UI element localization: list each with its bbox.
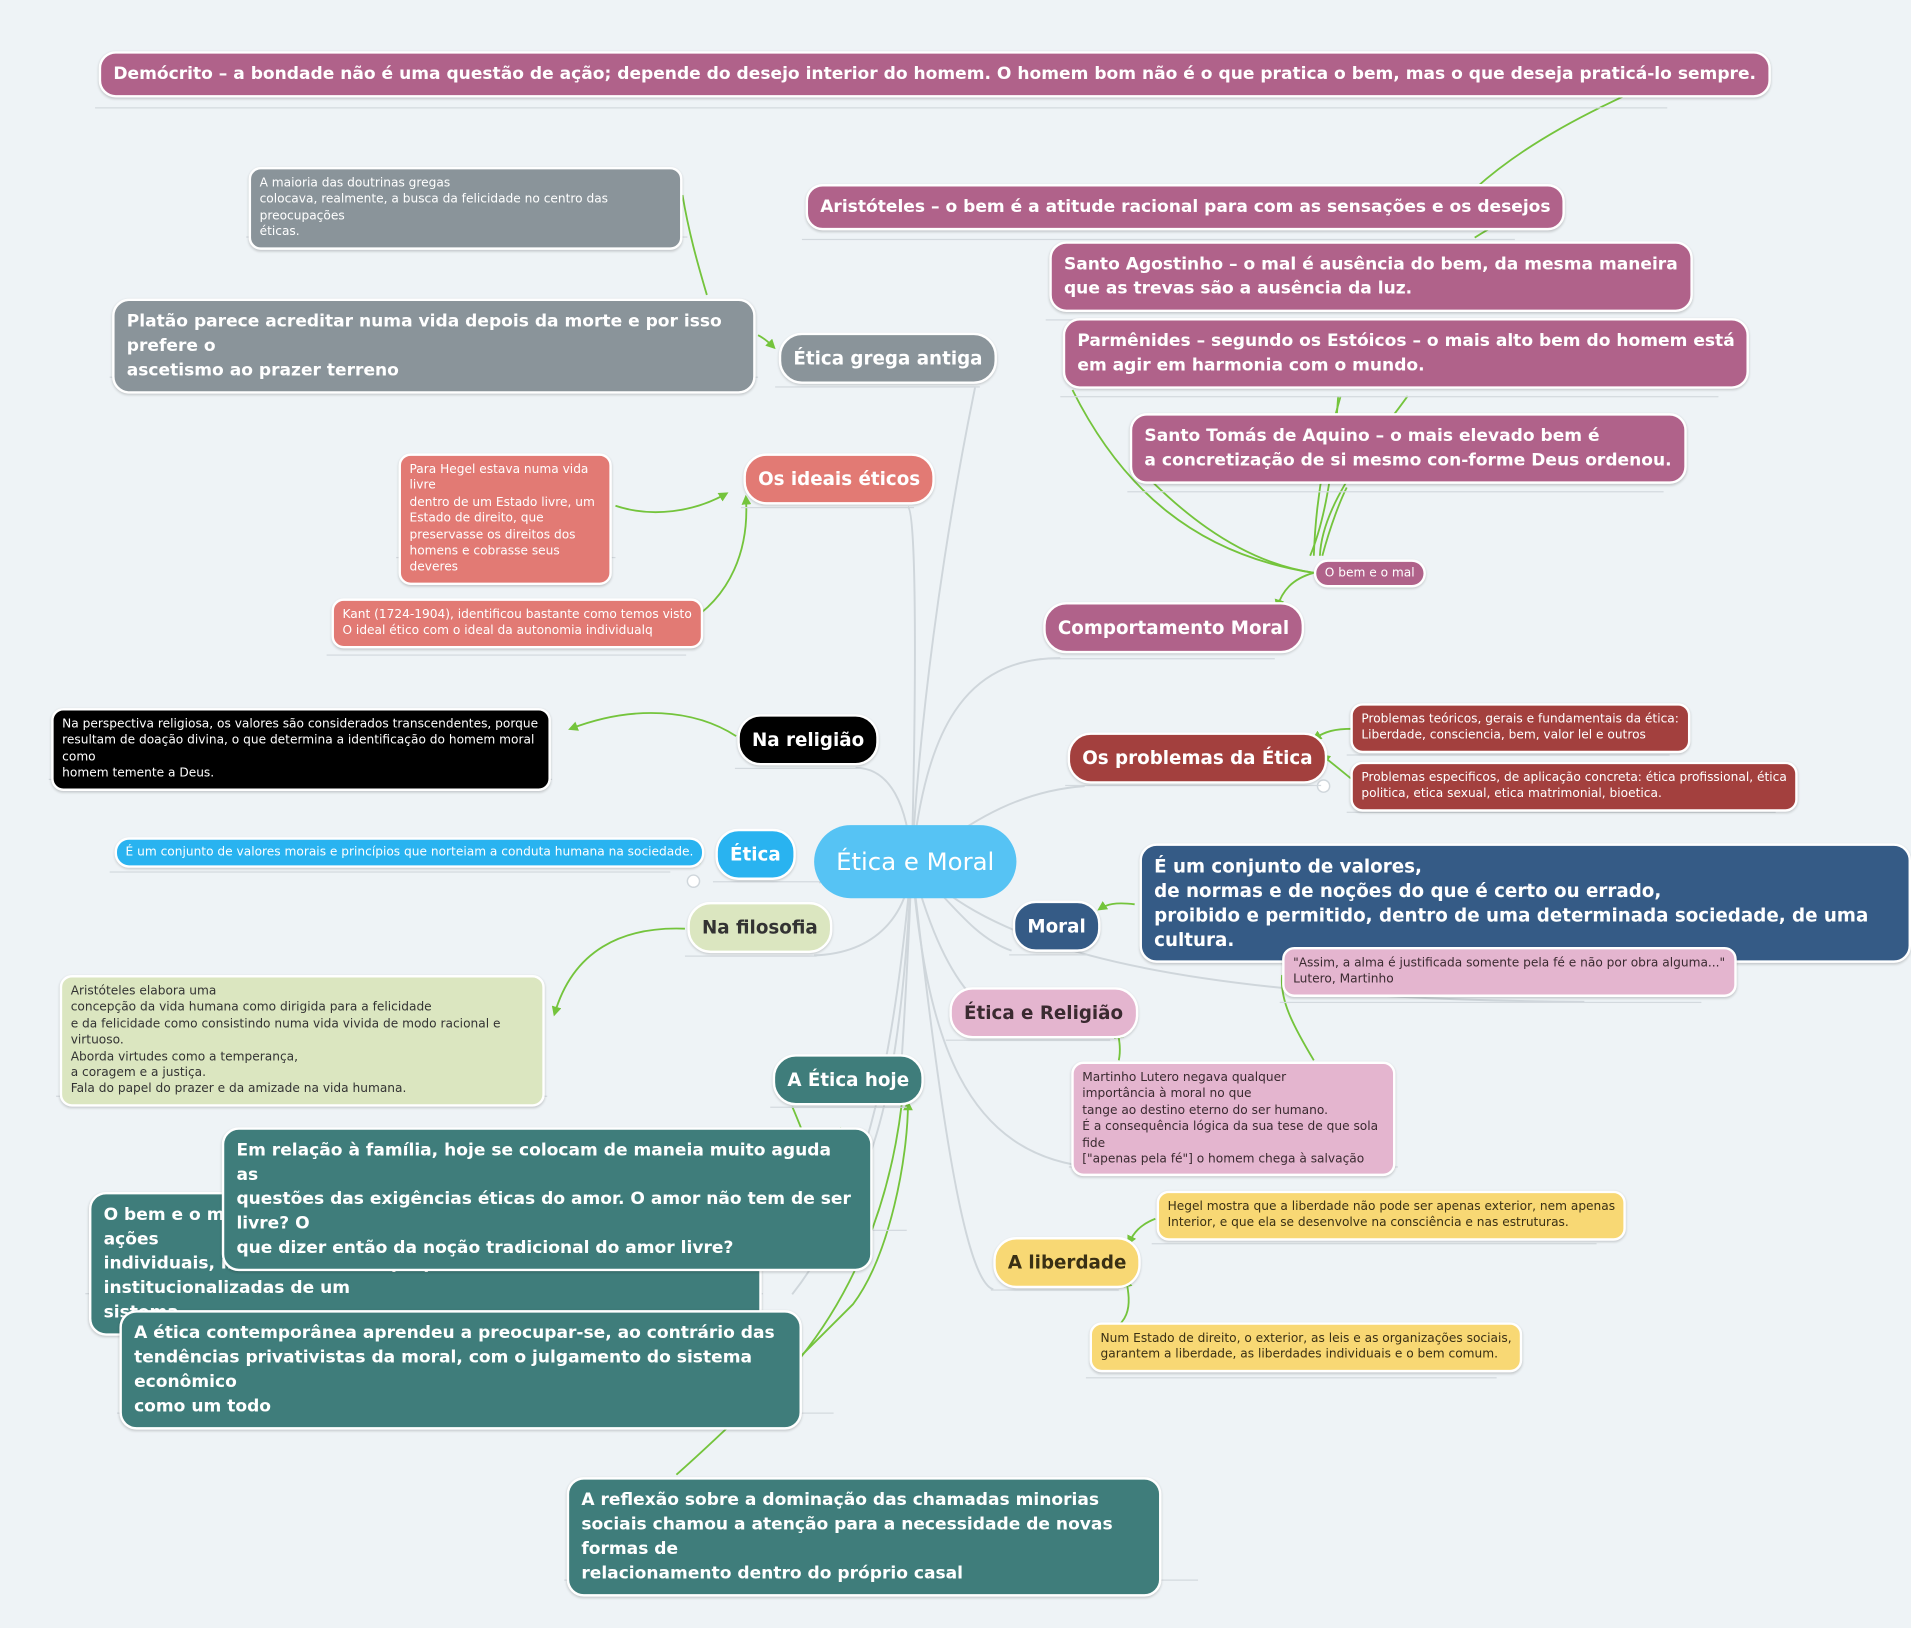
underline [326, 654, 687, 656]
underline [712, 881, 823, 883]
branch-comportamento-moral[interactable]: Comportamento Moral [1043, 602, 1304, 654]
branch-etica-e-religiao[interactable]: Ética e Religião [949, 987, 1138, 1039]
collapse-handle-problemas [1316, 779, 1331, 793]
branch-os-problemas-da-etica[interactable]: Os problemas da Ética [1067, 732, 1328, 784]
underline [945, 1039, 1111, 1041]
node-etica-contemporanea[interactable]: A ética contemporânea aprendeu a preocup… [119, 1310, 802, 1430]
underline [801, 238, 1515, 241]
branch-na-religiao[interactable]: Na religião [737, 714, 879, 766]
underline [1085, 1377, 1497, 1379]
central-topic[interactable]: Ética e Moral [814, 825, 1017, 899]
branch-a-etica-hoje[interactable]: A Ética hoje [772, 1054, 924, 1106]
underline [1279, 1001, 1702, 1004]
node-kant[interactable]: Kant (1724-1904), identificou bastante c… [331, 598, 703, 649]
node-o-bem-e-o-mal[interactable]: O bem e o mal [1313, 559, 1426, 588]
underline [1346, 811, 1776, 813]
underline [1151, 1243, 1597, 1245]
node-hegel-liberdade[interactable]: Hegel mostra que a liberdade não pode se… [1156, 1190, 1627, 1241]
branch-a-liberdade[interactable]: A liberdade [993, 1237, 1141, 1289]
node-etica-definicao[interactable]: É um conjunto de valores morais e princí… [114, 837, 705, 869]
branch-moral[interactable]: Moral [1012, 900, 1101, 952]
node-perspectiva-religiosa[interactable]: Na perspectiva religiosa, os valores são… [51, 708, 551, 791]
underline [109, 871, 671, 873]
node-problemas-teoricos[interactable]: Problemas teóricos, gerais e fundamentai… [1350, 703, 1690, 753]
underline [990, 1289, 1119, 1291]
node-reflexao-minorias[interactable]: A reflexão sobre a dominação das chamada… [566, 1477, 1162, 1597]
underline [741, 507, 915, 509]
node-problemas-especificos[interactable]: Problemas especificos, de aplicação conc… [1350, 761, 1798, 812]
node-aristoteles-bem[interactable]: Aristóteles – o bem é a atitude racional… [805, 184, 1566, 231]
node-democrito[interactable]: Demócrito – a bondade não é uma questão … [98, 51, 1771, 98]
branch-na-filosofia[interactable]: Na filosofia [687, 901, 833, 954]
node-hegel-estado-livre[interactable]: Para Hegel estava numa vida livre dentro… [398, 453, 612, 585]
underline [1039, 658, 1275, 660]
underline [775, 386, 980, 388]
node-platao[interactable]: Platão parece acreditar numa vida depois… [112, 298, 756, 394]
node-familia-amor[interactable]: Em relação à família, hoje se colocam de… [221, 1127, 873, 1272]
branch-etica[interactable]: Ética [715, 828, 796, 880]
node-moral-definicao[interactable]: É um conjunto de valores, de normas e de… [1139, 843, 1911, 963]
node-parmenides[interactable]: Parmênides – segundo os Estóicos – o mai… [1062, 318, 1750, 389]
collapse-handle-etica [686, 874, 701, 888]
branch-etica-grega-antiga[interactable]: Ética grega antiga [778, 332, 998, 384]
underline [734, 767, 861, 770]
node-lutero-citacao[interactable]: "Assim, a alma é justificada somente pel… [1282, 946, 1737, 997]
underline [1127, 491, 1664, 493]
underline [1346, 754, 1670, 756]
node-doutrinas-gregas[interactable]: A maioria das doutrinas gregas colocava,… [248, 166, 683, 250]
underline [770, 1106, 907, 1108]
node-martinho-lutero[interactable]: Martinho Lutero negava qualquer importân… [1071, 1061, 1396, 1177]
underline [1060, 396, 1719, 398]
underline [684, 955, 817, 957]
node-aristoteles-felicidade[interactable]: Aristóteles elabora uma concepção da vid… [59, 975, 545, 1107]
node-santo-agostinho[interactable]: Santo Agostinho – o mal é ausência do be… [1049, 241, 1693, 312]
branch-os-ideais-eticos[interactable]: Os ideais éticos [743, 453, 935, 505]
underline [1065, 784, 1322, 787]
underline [1009, 954, 1090, 956]
node-santo-tomas[interactable]: Santo Tomás de Aquino – o mais elevado b… [1129, 413, 1687, 484]
underline [95, 107, 1668, 109]
node-estado-de-direito[interactable]: Num Estado de direito, o exterior, as le… [1089, 1322, 1523, 1373]
